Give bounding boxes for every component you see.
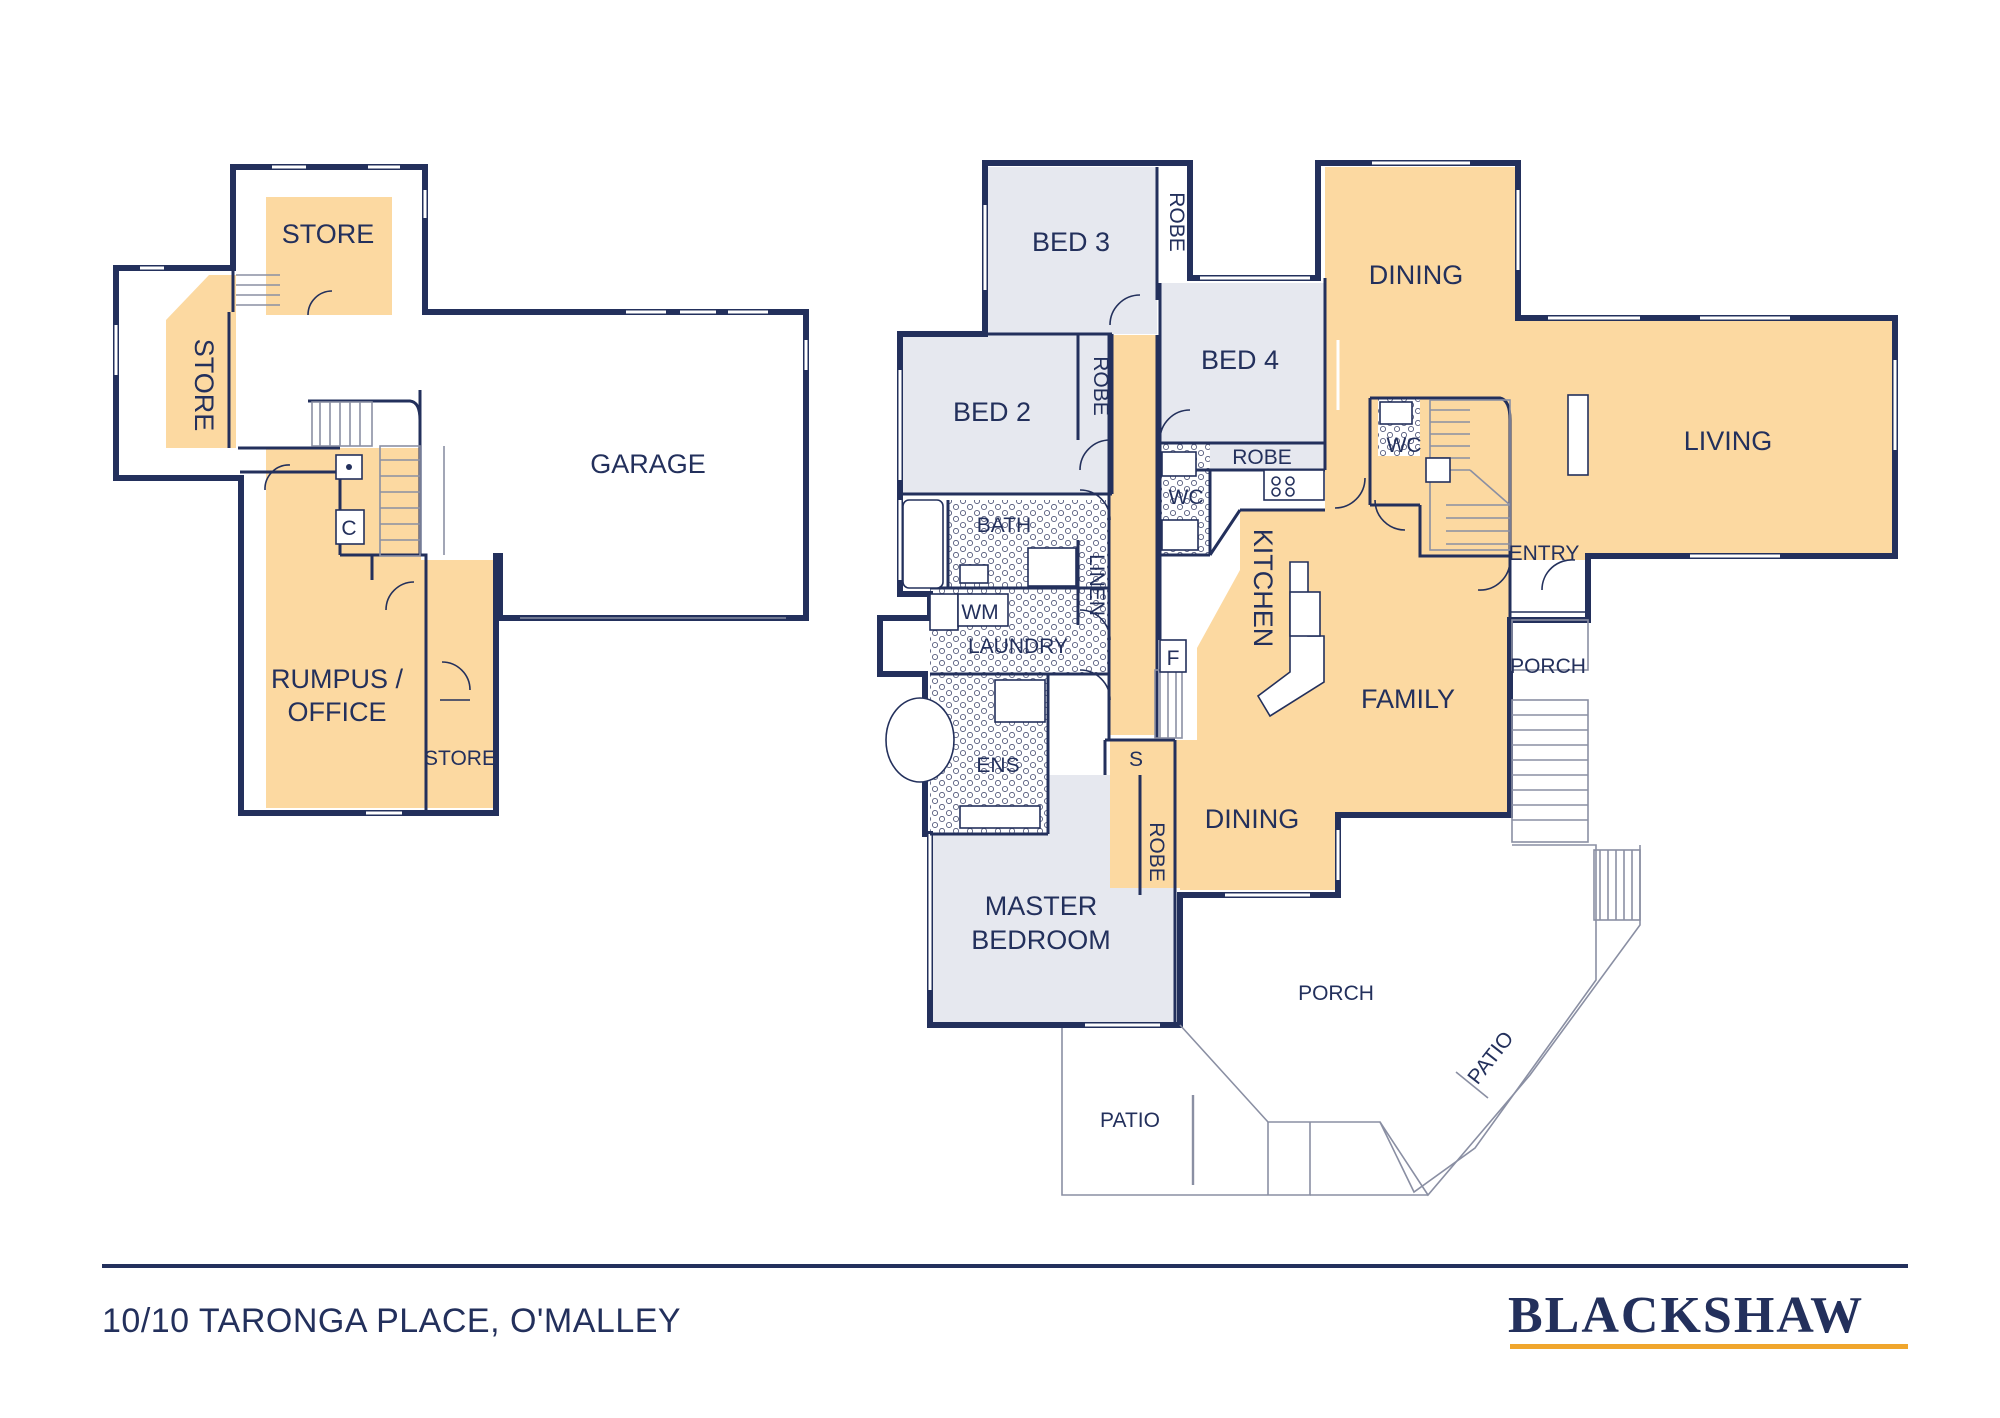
family-label: FAMILY [1361,684,1455,714]
wc-entry-basin [1425,457,1451,483]
brand-logo: BLACKSHAW [1508,1287,1865,1344]
kitchen-cooktop [1263,469,1325,501]
bed3-room [985,167,1157,334]
porch-patio-outlines [1061,844,1641,1197]
ens-shower [994,679,1046,723]
rumpus-office-room [266,448,421,808]
master-label-line1: MASTER [985,891,1098,921]
cupboard [335,509,365,545]
fridge-label: F [1167,647,1180,670]
store-small-room [421,560,494,808]
cupboard-label: C [341,517,356,540]
master-label-line2: BEDROOM [971,925,1111,955]
ens-label: ENS [976,754,1019,777]
hallway [1109,335,1157,735]
bath-shower [1027,547,1077,587]
porch-big-label: PORCH [1298,982,1374,1005]
patio-left-label: PATIO [1100,1109,1160,1132]
robe-bed4-label: ROBE [1232,446,1292,469]
entry-label: ENTRY [1509,542,1580,565]
bed3-label: BED 3 [1032,227,1110,257]
store-top-label: STORE [282,219,375,249]
robe-master-label: ROBE [1145,822,1168,882]
wc-entry-toilet [1379,401,1413,425]
bed4-room [1160,283,1325,443]
rumpus-label-line1: RUMPUS / [271,664,404,694]
patio-right-label: PATIO [1463,1027,1518,1088]
fridge-space [1159,639,1187,673]
wc-main-basin [1161,519,1199,551]
laundry-label: LAUNDRY [968,635,1068,658]
robe-bed2-label: ROBE [1089,356,1112,416]
store-left-room [166,275,236,448]
garage-label: GARAGE [590,449,706,479]
dining-bottom-label: DINING [1205,804,1300,834]
rumpus-label-line2: OFFICE [288,697,387,727]
kitchen-label: KITCHEN [1248,529,1278,648]
bathtub [902,499,944,589]
living-label: LIVING [1684,426,1773,456]
brand-underline [1510,1344,1908,1349]
ens-bath [885,697,955,783]
wc-main-toilet [1161,451,1197,477]
porch-entry-label: PORCH [1510,655,1586,678]
fireplace [1567,394,1589,476]
wm-label: WM [961,601,998,624]
bed2-label: BED 2 [953,397,1031,427]
robe-bed3-label: ROBE [1165,192,1188,252]
linen-label: LINEN [1085,554,1108,616]
bath-basin [959,564,989,584]
wc-main-label: WC [1169,486,1204,509]
store-top-room [266,197,392,315]
kitchen-sink [1289,591,1321,637]
laundry-tub [929,593,959,631]
dining-west-strip [1110,740,1180,888]
footer-divider [102,1264,1908,1268]
property-address: 10/10 TARONGA PLACE, O'MALLEY [102,1302,682,1340]
shelf-label: S [1129,748,1143,771]
lower-stairs [236,274,445,557]
wc-entry-label: WC [1387,434,1422,457]
living-dining-family-area [1180,167,1895,890]
washing-machine [957,593,1009,627]
store-left-label: STORE [189,339,219,432]
lower-level-plan: STORE STORE GARAGE C RUMPUS / OFFICE STO… [113,164,809,816]
bath-label: BATH [977,514,1031,537]
ens-vanity [959,805,1041,829]
main-stairs [1154,399,1511,739]
dining-top-label: DINING [1369,260,1464,290]
store-small-label: STORE [424,747,496,770]
main-level-plan: BED 3 ROBE BED 2 ROBE BED 4 ROBE WC WC K… [877,160,1898,1197]
main-doors [1079,294,1588,701]
bed4-label: BED 4 [1201,345,1279,375]
